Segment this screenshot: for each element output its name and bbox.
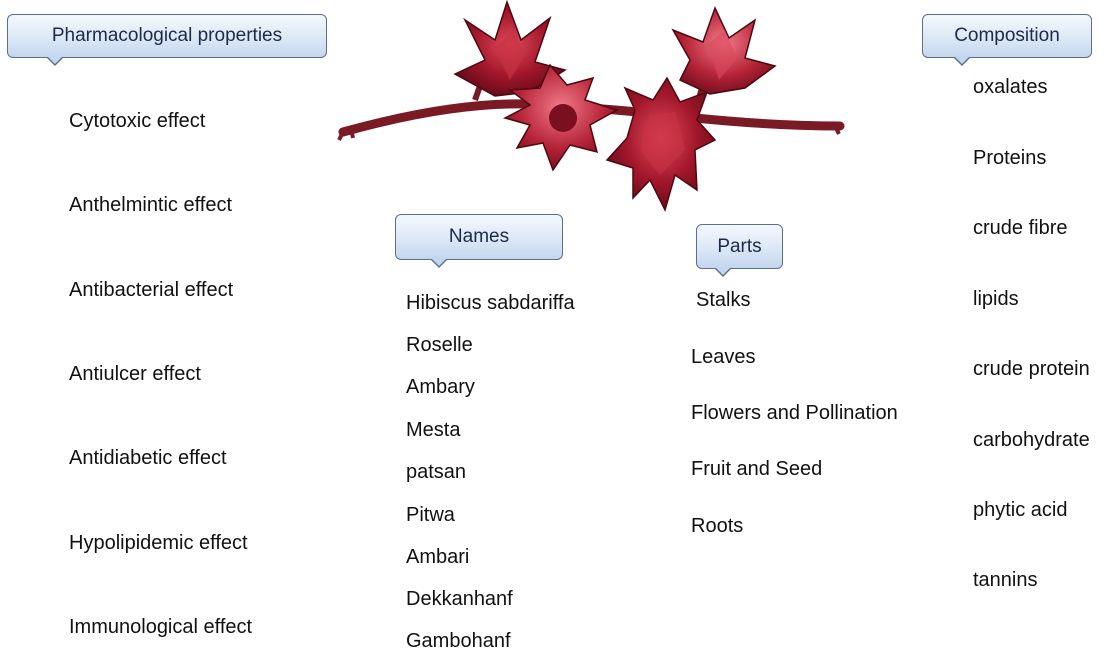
part-item: Roots xyxy=(691,514,743,538)
composition-item: Proteins xyxy=(973,146,1046,170)
composition-item: lipids xyxy=(973,287,1019,311)
composition-item: carbohydrate xyxy=(973,428,1090,452)
name-item: patsan xyxy=(406,460,466,484)
name-item: Gambohanf xyxy=(406,629,511,653)
names-header: Names xyxy=(395,214,563,260)
composition-item: crude protein xyxy=(973,357,1090,381)
pharmacological-item: Anthelmintic effect xyxy=(69,193,232,217)
parts-header: Parts xyxy=(696,224,783,269)
part-item: Fruit and Seed xyxy=(691,457,822,481)
pharmacological-item: Antibacterial effect xyxy=(69,278,233,302)
pharmacological-item: Antidiabetic effect xyxy=(69,446,227,470)
part-item: Leaves xyxy=(691,345,756,369)
composition-item: crude fibre xyxy=(973,216,1068,240)
part-item: Stalks xyxy=(696,288,750,312)
pharmacological-properties-header: Pharmacological properties xyxy=(7,14,327,58)
pharmacological-item: Cytotoxic effect xyxy=(69,109,205,133)
name-item: Hibiscus sabdariffa xyxy=(406,291,575,315)
pharmacological-item: Immunological effect xyxy=(69,615,252,639)
name-item: Pitwa xyxy=(406,503,455,527)
name-item: Ambary xyxy=(406,375,475,399)
composition-item: tannins xyxy=(973,568,1038,592)
pharmacological-item: Hypolipidemic effect xyxy=(69,531,248,555)
pharmacological-item: Antiulcer effect xyxy=(69,362,201,386)
composition-header: Composition xyxy=(922,14,1092,58)
name-item: Roselle xyxy=(406,333,473,357)
roselle-calyces-icon xyxy=(335,0,845,220)
part-item: Flowers and Pollination xyxy=(691,401,898,425)
name-item: Ambari xyxy=(406,545,469,569)
composition-item: phytic acid xyxy=(973,498,1068,522)
name-item: Dekkanhanf xyxy=(406,587,513,611)
name-item: Mesta xyxy=(406,418,460,442)
composition-item: oxalates xyxy=(973,75,1048,99)
